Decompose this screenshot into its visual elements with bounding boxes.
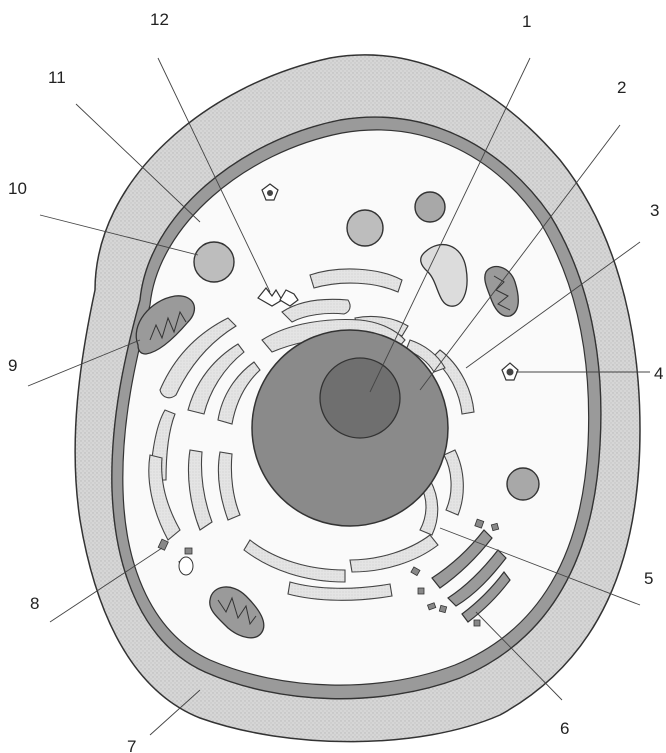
vesicle-right [507,468,539,500]
label-8: 8 [30,594,39,613]
label-11: 11 [48,68,66,87]
small-vesicle-left [179,557,193,575]
vesicle-top-right [415,192,445,222]
nucleolus [320,358,400,438]
label-2: 2 [617,78,626,97]
label-7: 7 [127,737,136,753]
label-9: 9 [8,356,17,375]
vesicle-10 [194,242,234,282]
label-6: 6 [560,719,569,738]
label-1: 1 [522,12,531,31]
label-12: 12 [150,10,169,29]
label-3: 3 [650,201,659,220]
label-4: 4 [654,364,663,383]
label-5: 5 [644,569,653,588]
vesicle-top [347,210,383,246]
label-10: 10 [8,179,27,198]
